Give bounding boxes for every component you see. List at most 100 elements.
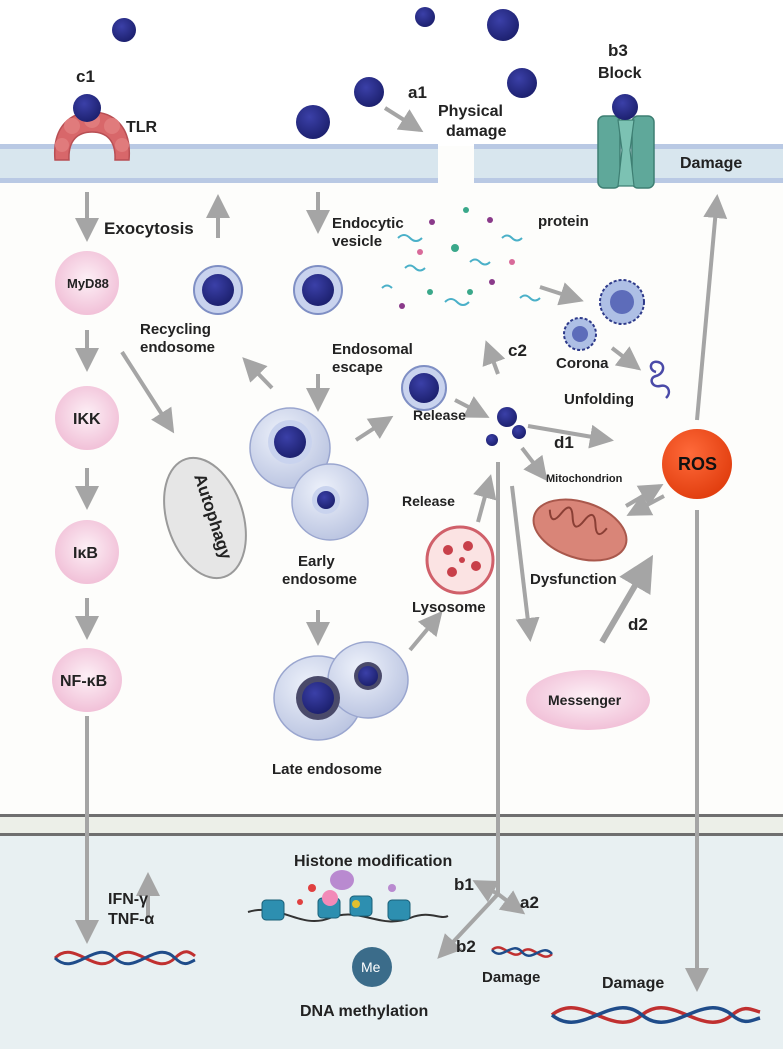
dna-helix-icon <box>491 946 553 958</box>
label-a2: a2 <box>520 893 539 912</box>
label-recycling: Recycling <box>140 321 211 338</box>
endocytic-vesicle <box>293 265 343 315</box>
label-escape: escape <box>332 359 383 376</box>
label-messenger: Messenger <box>548 692 622 708</box>
label-protein: protein <box>538 213 589 230</box>
label-ikb: IκB <box>73 545 98 562</box>
messenger-node <box>526 670 650 730</box>
label-vesicle: vesicle <box>332 233 382 250</box>
nanoparticle <box>612 94 638 120</box>
label-nfkb: NF-κB <box>60 673 107 690</box>
arrow-recycling <box>242 357 274 390</box>
early-endosome <box>249 407 369 541</box>
label-ikk: IKK <box>73 411 101 428</box>
protein-corona-small <box>563 317 597 351</box>
unfolded-protein-icon <box>649 360 671 399</box>
label-me: Me <box>361 959 381 975</box>
arrow-lys-release <box>473 474 497 523</box>
label-release-mid: Release <box>402 493 455 509</box>
label-early: Early <box>298 553 335 570</box>
nanoparticle <box>296 105 330 139</box>
label-unfolding: Unfolding <box>564 391 634 408</box>
myd88-node <box>55 251 119 315</box>
label-dna-methylation: DNA methylation <box>300 1003 428 1020</box>
label-d2: d2 <box>628 615 648 634</box>
label-block: Block <box>598 65 642 82</box>
label-physical: Physical <box>438 103 503 120</box>
arrow-ros-damage-up <box>695 194 728 421</box>
arrow-a2 <box>496 890 526 915</box>
mitochondrion-icon <box>532 498 628 562</box>
arrow-to-mito <box>520 446 548 482</box>
free-nanoparticle-cluster <box>486 407 526 446</box>
ikb-node <box>55 520 119 584</box>
nanoparticle <box>507 68 537 98</box>
arrow-d1 <box>527 424 614 449</box>
nanoparticle <box>73 94 101 122</box>
protein-cloud <box>381 207 541 309</box>
late-endosome <box>273 641 409 741</box>
arrow-messenger-d2 <box>599 554 654 644</box>
arrow-late-lysosome <box>408 610 443 652</box>
label-release-top: Release <box>413 407 466 423</box>
arrow-release-cluster <box>454 396 490 418</box>
label-dysfunction: Dysfunction <box>530 571 617 588</box>
label-endosomal: Endosomal <box>332 341 413 358</box>
recycling-endosome-vesicle <box>193 265 243 315</box>
dna-helix-icon <box>550 1006 761 1024</box>
nucleosome-icon <box>247 870 449 923</box>
ikk-node <box>55 386 119 450</box>
nanoparticle <box>415 7 435 27</box>
arrow-a1 <box>383 106 424 133</box>
label-histone: Histone modification <box>294 853 452 870</box>
ion-channel-icon <box>597 94 655 189</box>
nanoparticle <box>112 18 136 42</box>
label-d1: d1 <box>554 433 574 452</box>
label-damage-nucleus: Damage <box>482 969 540 986</box>
label-tnf: TNF-α <box>108 911 154 928</box>
label-ros: ROS <box>678 454 717 474</box>
label-early-endosome: endosome <box>282 571 357 588</box>
arrow-to-release <box>354 415 394 442</box>
label-b2: b2 <box>456 937 476 956</box>
label-ifn: IFN-γ <box>108 891 148 908</box>
nanoparticle <box>354 77 384 107</box>
label-myd88: MyD88 <box>67 276 109 291</box>
dna-helix-icon <box>53 950 196 966</box>
arrow-myd88-autophagy <box>120 350 175 434</box>
label-b3: b3 <box>608 41 628 60</box>
arrow-c2 <box>482 340 506 375</box>
label-damage-right: Damage <box>602 975 664 992</box>
release-vesicle <box>401 365 447 411</box>
labels: c1 TLR a1 Physical damage b3 Block Damag… <box>60 41 742 1020</box>
label-recycling-endosome: endosome <box>140 339 215 356</box>
nucleus-region <box>0 836 783 1049</box>
label-damage: damage <box>446 123 507 140</box>
label-endocytic: Endocytic <box>332 215 404 232</box>
nanoparticle <box>487 9 519 41</box>
arrow-protein-corona <box>539 282 584 306</box>
label-corona: Corona <box>556 355 609 372</box>
arrow-b2 <box>437 892 500 959</box>
cytoplasm-region <box>0 146 783 814</box>
label-damage-membrane: Damage <box>680 155 742 172</box>
methyl-group-icon <box>352 947 392 987</box>
arrow-b1 <box>472 880 500 903</box>
label-b1: b1 <box>454 875 474 894</box>
extracellular-nanoparticles <box>112 7 537 139</box>
label-mitochondrion: Mitochondrion <box>546 473 623 485</box>
protein-corona-large <box>599 279 645 325</box>
arrow-corona-unfolding <box>610 346 642 371</box>
label-lysosome: Lysosome <box>412 599 486 616</box>
autophagy-body <box>163 456 247 580</box>
label-exocytosis: Exocytosis <box>104 219 194 238</box>
nuclear-envelope <box>0 814 783 836</box>
arrow-ros-mito <box>626 494 665 516</box>
label-late-endosome: Late endosome <box>272 761 382 778</box>
label-c1: c1 <box>76 67 95 86</box>
ros-node <box>662 429 732 499</box>
nfkb-node <box>52 648 122 712</box>
label-c2: c2 <box>508 341 527 360</box>
